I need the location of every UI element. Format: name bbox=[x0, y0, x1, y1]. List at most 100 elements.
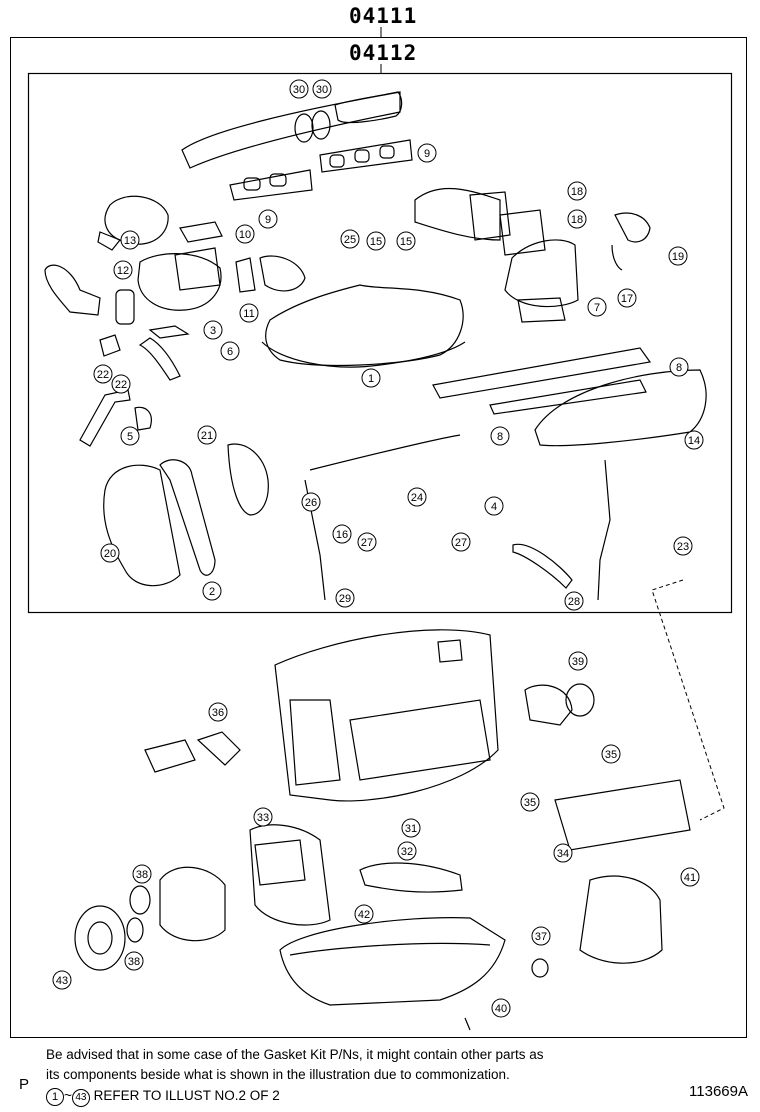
callout-label: 14 bbox=[688, 435, 700, 447]
callout-label: 37 bbox=[535, 931, 547, 943]
callout-label: 1 bbox=[368, 373, 374, 385]
callout-label: 13 bbox=[124, 235, 136, 247]
callout-19: 19 bbox=[668, 246, 688, 266]
callout-label: 27 bbox=[455, 537, 467, 549]
callout-30: 30 bbox=[312, 79, 332, 99]
callout-8: 8 bbox=[490, 426, 510, 446]
callout-22: 22 bbox=[111, 374, 131, 394]
gasket-kit-notice-line2: its components beside what is shown in t… bbox=[46, 1067, 510, 1082]
callout-label: 26 bbox=[305, 497, 317, 509]
callout-4: 4 bbox=[484, 496, 504, 516]
callout-12: 12 bbox=[113, 260, 133, 280]
callout-38: 38 bbox=[132, 864, 152, 884]
outer-kit-number: 04111 bbox=[349, 4, 418, 28]
refer-text: REFER TO ILLUST NO.2 OF 2 bbox=[93, 1088, 280, 1103]
gasket-kit-notice-line1: Be advised that in some case of the Gask… bbox=[46, 1047, 544, 1062]
range-separator: ~ bbox=[64, 1088, 72, 1103]
callout-16: 16 bbox=[332, 524, 352, 544]
callout-1: 1 bbox=[361, 368, 381, 388]
callout-label: 10 bbox=[239, 229, 251, 241]
callout-label: 32 bbox=[401, 846, 413, 858]
leader-dashed bbox=[651, 579, 725, 821]
callout-9: 9 bbox=[417, 143, 437, 163]
callout-20: 20 bbox=[100, 543, 120, 563]
callout-label: 27 bbox=[361, 537, 373, 549]
range-start-circle: 1 bbox=[46, 1088, 64, 1106]
callout-40: 40 bbox=[491, 998, 511, 1018]
callout-label: 22 bbox=[115, 379, 127, 391]
callout-31: 31 bbox=[401, 818, 421, 838]
callout-39: 39 bbox=[568, 651, 588, 671]
callout-5: 5 bbox=[120, 426, 140, 446]
callout-label: 8 bbox=[676, 362, 682, 374]
callout-label: 16 bbox=[336, 529, 348, 541]
callout-36: 36 bbox=[208, 702, 228, 722]
refer-illustration-note: 1~43 REFER TO ILLUST NO.2 OF 2 bbox=[46, 1086, 280, 1107]
callout-9: 9 bbox=[258, 209, 278, 229]
callout-13: 13 bbox=[120, 230, 140, 250]
inner-kit-frame bbox=[27, 72, 733, 614]
callout-label: 39 bbox=[572, 656, 584, 668]
callout-43: 43 bbox=[52, 970, 72, 990]
callout-label: 22 bbox=[97, 369, 109, 381]
callout-label: 28 bbox=[568, 596, 580, 608]
callout-label: 23 bbox=[677, 541, 689, 553]
callout-label: 38 bbox=[128, 956, 140, 968]
callout-37: 37 bbox=[531, 926, 551, 946]
callout-32: 32 bbox=[397, 841, 417, 861]
callout-28: 28 bbox=[564, 591, 584, 611]
callout-label: 43 bbox=[56, 975, 68, 987]
callout-label: 38 bbox=[136, 869, 148, 881]
callout-2: 2 bbox=[202, 581, 222, 601]
callout-24: 24 bbox=[407, 487, 427, 507]
callout-label: 2 bbox=[209, 586, 215, 598]
callout-label: 35 bbox=[605, 749, 617, 761]
callout-15: 15 bbox=[366, 231, 386, 251]
callout-10: 10 bbox=[235, 224, 255, 244]
callout-23: 23 bbox=[673, 536, 693, 556]
callout-label: 9 bbox=[265, 214, 271, 226]
callout-label: 8 bbox=[497, 431, 503, 443]
callout-label: 33 bbox=[257, 812, 269, 824]
callout-label: 7 bbox=[594, 302, 600, 314]
callout-label: 3 bbox=[210, 325, 216, 337]
callout-3: 3 bbox=[203, 320, 223, 340]
callout-22: 22 bbox=[93, 364, 113, 384]
callout-6: 6 bbox=[220, 341, 240, 361]
callout-30: 30 bbox=[289, 79, 309, 99]
callout-label: 6 bbox=[227, 346, 233, 358]
illustration-code: 113669A bbox=[689, 1083, 748, 1100]
callout-label: 20 bbox=[104, 548, 116, 560]
callout-15: 15 bbox=[396, 231, 416, 251]
callout-label: 4 bbox=[491, 501, 497, 513]
callout-label: 34 bbox=[557, 848, 569, 860]
callout-label: 24 bbox=[411, 492, 423, 504]
callout-label: 5 bbox=[127, 431, 133, 443]
callout-27: 27 bbox=[451, 532, 471, 552]
callout-7: 7 bbox=[587, 297, 607, 317]
outer-kit-frame bbox=[10, 37, 747, 1038]
callout-35: 35 bbox=[601, 744, 621, 764]
callout-21: 21 bbox=[197, 425, 217, 445]
page-marker: P bbox=[19, 1076, 30, 1093]
callout-label: 36 bbox=[212, 707, 224, 719]
callout-29: 29 bbox=[335, 588, 355, 608]
callout-label: 29 bbox=[339, 593, 351, 605]
callout-25: 25 bbox=[340, 229, 360, 249]
callout-label: 42 bbox=[358, 909, 370, 921]
callout-label: 21 bbox=[201, 430, 213, 442]
callout-18: 18 bbox=[567, 181, 587, 201]
callout-label: 9 bbox=[424, 148, 430, 160]
callout-label: 19 bbox=[672, 251, 684, 263]
callout-label: 15 bbox=[370, 236, 382, 248]
callout-label: 30 bbox=[293, 84, 305, 96]
callout-label: 11 bbox=[243, 308, 254, 320]
callout-26: 26 bbox=[301, 492, 321, 512]
callout-41: 41 bbox=[680, 867, 700, 887]
callout-label: 17 bbox=[621, 293, 633, 305]
callout-label: 40 bbox=[495, 1003, 507, 1015]
callout-17: 17 bbox=[617, 288, 637, 308]
callout-label: 15 bbox=[400, 236, 412, 248]
callout-label: 18 bbox=[571, 214, 583, 226]
